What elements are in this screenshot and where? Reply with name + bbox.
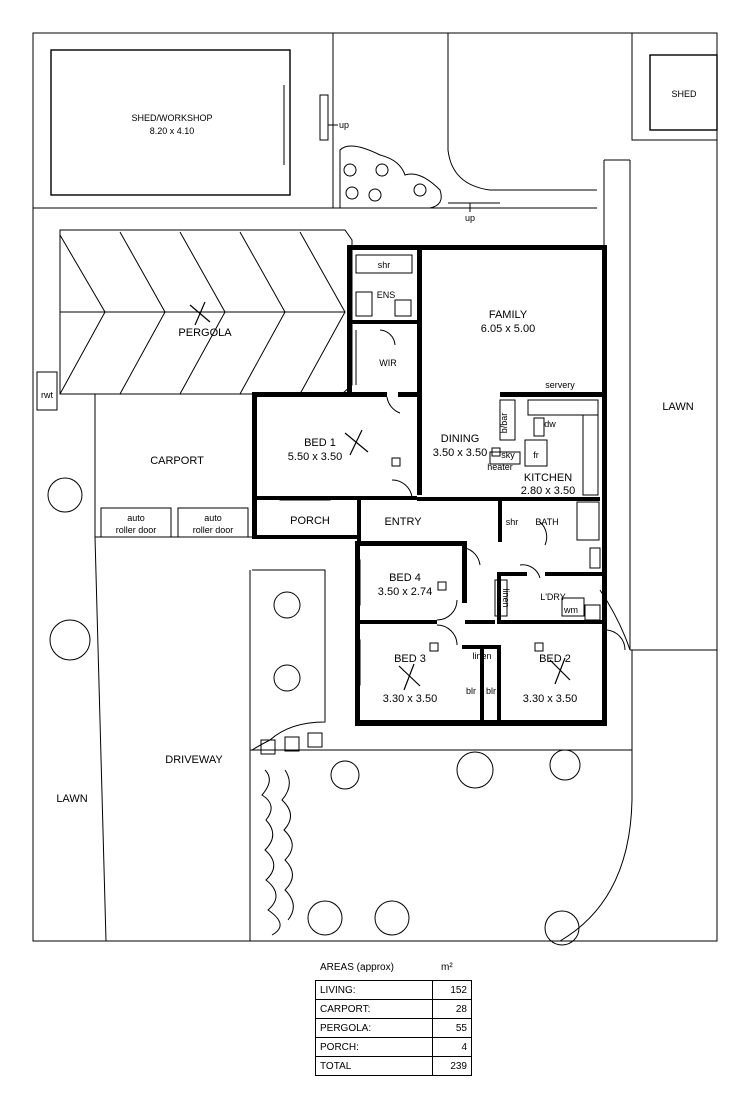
vent-icons [391,447,544,652]
door-swings [379,329,626,651]
shrubs-garden [260,591,323,755]
table-row: CARPORT: 28 [315,999,472,1019]
lawn-left-label: LAWN [56,793,87,805]
ens-label: ENS [377,290,396,300]
linen1-label: linen [501,588,511,607]
pergola-label: PERGOLA [178,327,232,339]
hedge [261,769,294,936]
areas-table: LIVING: 152 CARPORT: 28 PERGOLA: 55 PORC… [315,980,472,1076]
roller-door-2-line-2: roller door [193,525,234,535]
roller-door-2 [177,507,249,538]
roller-door-1-line-1: auto [127,513,145,523]
family-size: 6.05 x 5.00 [481,323,535,335]
areas-heading: AREAS (approx) [320,962,394,973]
bed4-size: 3.50 x 2.74 [378,586,432,598]
table-row: LIVING: 152 [315,980,472,1000]
trees [47,477,581,946]
bed3-name: BED 3 [394,653,426,665]
driveway-label: DRIVEWAY [165,754,223,766]
shed-label: SHED [671,89,697,99]
up-label-1: up [339,120,349,130]
porch-label: PORCH [290,515,330,527]
blr2-label: blr [486,686,496,696]
up-label-2: up [465,213,475,223]
ceiling-fan-icons [344,429,571,691]
bed2-name: BED 2 [539,653,571,665]
area-label: TOTAL [315,1056,433,1076]
bath-label: BATH [535,517,558,527]
area-value: 239 [432,1056,472,1076]
bed1-size: 5.50 x 3.50 [288,451,342,463]
rwt-label: rwt [41,390,53,400]
table-row: PERGOLA: 55 [315,1018,472,1038]
table-row: TOTAL 239 [315,1056,472,1076]
pergola-fan-icon [189,301,211,326]
wir-label: WIR [379,358,397,368]
area-value: 28 [432,999,472,1019]
house-walls [252,245,607,726]
dining-size: 3.50 x 3.50 [433,447,487,459]
bed2-size: 3.30 x 3.50 [523,693,577,705]
area-label: CARPORT: [315,999,433,1019]
kitchen-name: KITCHEN [524,472,572,484]
bbar-label: b/bar [499,413,509,434]
windows [279,245,607,725]
shed-outline [649,54,718,131]
area-value: 4 [432,1037,472,1057]
shed-workshop-size: 8.20 x 4.10 [150,126,195,136]
servery-label: servery [545,380,575,390]
linen2-label: linen [472,651,491,661]
area-value: 152 [432,980,472,1000]
area-label: PORCH: [315,1037,433,1057]
area-value: 55 [432,1018,472,1038]
area-label: PERGOLA: [315,1018,433,1038]
bed3-size: 3.30 x 3.50 [383,693,437,705]
site-boundary [32,32,718,942]
floor-plan: SHED/WORKSHOP 8.20 x 4.10 SHED up up PER… [32,32,718,946]
dining-name: DINING [441,433,480,445]
rwt-tank [36,371,58,411]
area-label: LIVING: [315,980,433,1000]
carport-label: CARPORT [150,455,204,467]
roller-door-1-line-2: roller door [116,525,157,535]
roller-door-2-line-1: auto [204,513,222,523]
wm-label: wm [563,605,578,615]
bed1-name: BED 1 [304,437,336,449]
fixtures [355,254,601,621]
ldry-label: L'DRY [540,592,566,602]
table-row: PORCH: 4 [315,1037,472,1057]
garden-bed [251,569,326,751]
dw-label: dw [544,419,556,429]
ens-shr-label: shr [378,260,391,270]
bath-shr-label: shr [506,517,519,527]
bed4-name: BED 4 [389,572,421,584]
heater-label: heater [487,462,513,472]
pergola-chevrons [59,231,346,395]
shrubs-top [343,163,427,202]
roller-door-1 [100,507,172,538]
fr-label: fr [533,450,539,460]
areas-unit: m² [441,962,453,973]
blr1-label: blr [466,686,476,696]
shed-workshop-name: SHED/WORKSHOP [131,113,212,123]
kitchen-size: 2.80 x 3.50 [521,485,575,497]
family-name: FAMILY [489,309,528,321]
sky-label: sky [501,450,515,460]
lawn-right-label: LAWN [662,401,693,413]
entry-label: ENTRY [384,516,422,528]
